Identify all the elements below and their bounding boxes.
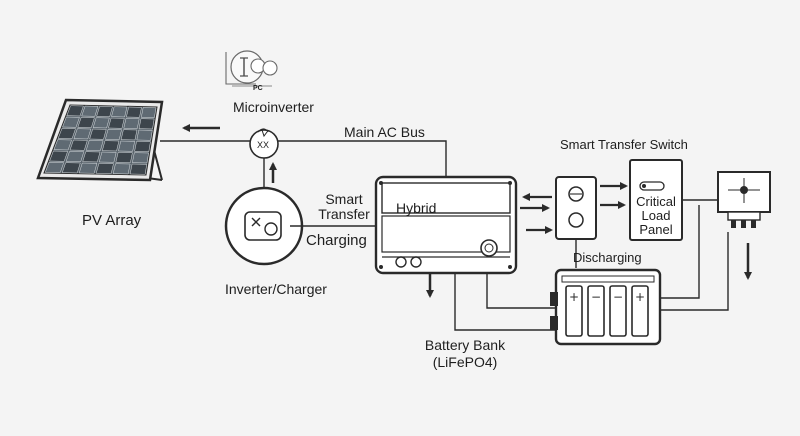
solar-cell: [140, 107, 157, 118]
battery-cell: [609, 285, 627, 337]
pc-tag-label: PC: [253, 85, 263, 92]
solar-cell: [77, 117, 95, 128]
solar-cell: [82, 151, 101, 163]
meter-return-wire: [660, 232, 729, 311]
hybrid-battery-wire-2: [486, 273, 556, 309]
solar-cell: [123, 118, 140, 129]
solar-cell: [134, 141, 151, 152]
solar-cell: [115, 152, 133, 163]
solar-cell: [132, 152, 149, 164]
solar-cell: [49, 150, 68, 162]
solar-cell: [44, 162, 65, 173]
solar-cell: [66, 105, 84, 117]
smart-transfer-switch-unit: [555, 176, 597, 240]
solar-cell: [118, 140, 135, 152]
battery-terminal-sign: −: [613, 290, 623, 304]
solar-cell: [112, 163, 131, 175]
battery-cell: [565, 285, 583, 337]
solar-cell: [65, 151, 85, 162]
smart-transfer-line-2: Transfer: [318, 206, 370, 222]
main-ac-bus-line: [278, 140, 447, 178]
solar-cell: [98, 151, 117, 163]
solar-cell: [111, 106, 128, 118]
solar-cell: [136, 129, 153, 141]
microinverter-device-icon: [225, 50, 278, 87]
battery-cell: [587, 285, 605, 337]
inverter-charger-label: Inverter/Charger: [225, 281, 327, 297]
main-ac-bus-label: Main AC Bus: [344, 124, 425, 140]
battery-terminal-sign: −: [591, 290, 601, 304]
hybrid-label: Hybrid: [396, 200, 437, 216]
solar-cell: [138, 118, 155, 130]
solar-cell: [69, 139, 88, 151]
solar-cell: [129, 163, 148, 175]
solar-cell: [95, 163, 114, 174]
hybrid-inverter-unit: [374, 175, 518, 275]
solar-cell: [108, 117, 125, 129]
pv-array-label: PV Array: [82, 212, 142, 229]
battery-terminal-sign: +: [569, 290, 579, 304]
solar-cell: [62, 116, 80, 128]
solar-cell: [105, 129, 122, 140]
battery-bank-label: Battery Bank (LiFePO4): [405, 337, 525, 371]
battery-icon: +−−+: [550, 268, 662, 346]
solar-cell: [81, 105, 99, 117]
solar-panel-icon: [36, 98, 164, 182]
critical-line-2: Load: [641, 208, 671, 223]
critical-load-panel-label: Critical Load Panel: [630, 195, 682, 237]
meter-icon: [717, 171, 771, 228]
microinverter-glyph: XX: [257, 140, 270, 150]
solar-cell: [53, 139, 72, 151]
smart-transfer-switch-label: Smart Transfer Switch: [560, 137, 688, 152]
solar-cell: [101, 140, 120, 152]
battery-bank-line-1: Battery Bank: [424, 337, 506, 353]
solar-cell: [96, 106, 113, 117]
discharging-label: Discharging: [573, 250, 642, 265]
critical-line-1: Critical: [636, 194, 676, 209]
solar-cell: [61, 162, 81, 174]
solar-panel-grid: [44, 105, 157, 175]
solar-cell: [78, 162, 98, 174]
battery-cells: +−−+: [565, 285, 649, 337]
solar-cell: [85, 140, 104, 151]
solar-cell: [126, 106, 142, 118]
battery-bank-line-2: (LiFePO4): [432, 354, 498, 370]
microinverter-label: Microinverter: [233, 99, 314, 115]
solar-cell: [89, 128, 107, 140]
critical-line-3: Panel: [639, 222, 673, 237]
inverter-charger-icon: [224, 186, 304, 266]
solar-cell: [57, 128, 76, 139]
smart-transfer-line-1: Smart: [325, 191, 363, 207]
solar-cell: [120, 129, 138, 141]
hybrid-battery-wire-1: [454, 272, 556, 331]
panel-return-wire: [660, 205, 700, 299]
smart-transfer-label: Smart Transfer: [312, 192, 376, 222]
solar-cell: [73, 128, 92, 140]
charging-label: Charging: [306, 232, 367, 249]
solar-cell: [92, 117, 110, 129]
battery-cell: [631, 285, 649, 337]
battery-terminal-sign: +: [635, 290, 645, 304]
critical-load-panel-unit: [629, 159, 683, 241]
